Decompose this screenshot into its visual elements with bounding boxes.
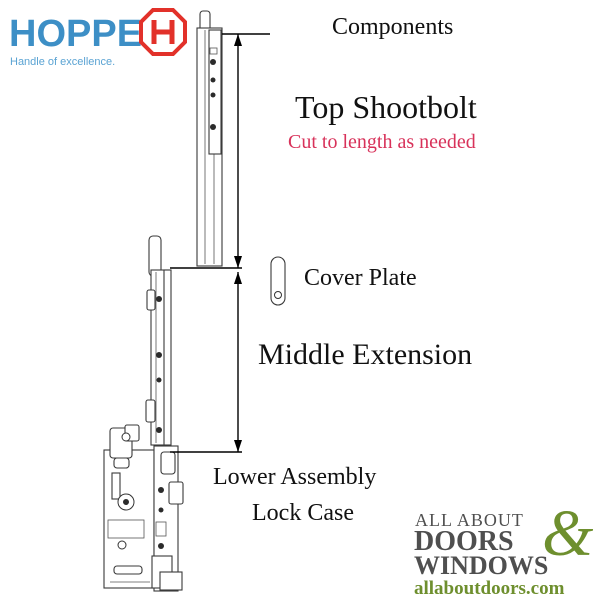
cut-note-label: Cut to length as needed (288, 131, 476, 153)
lock-case-drawing (103, 424, 242, 592)
dealer-ampersand: & (542, 497, 594, 570)
lock-case-label: Lock Case (252, 500, 354, 526)
dimension-lines (222, 33, 270, 452)
dealer-line2: DOORS (414, 526, 514, 557)
dealer-line1: ALL ABOUT (415, 510, 524, 530)
hoppe-wordmark: HOPPE (9, 13, 142, 55)
dealer-logo: ALL ABOUT & DOORS WINDOWS allaboutdoors.… (414, 497, 594, 599)
hoppe-tagline: Handle of excellence. (10, 56, 115, 68)
cover-plate-drawing (270, 256, 286, 306)
cover-plate-label: Cover Plate (304, 265, 417, 291)
top-shootbolt-label: Top Shootbolt (295, 89, 477, 125)
hoppe-logo: HOPPE Handle of excellence. (9, 8, 187, 68)
components-label: Components (332, 14, 453, 40)
dealer-line3: WINDOWS (414, 551, 548, 580)
middle-extension-drawing (145, 235, 172, 446)
top-shootbolt-drawing (170, 10, 242, 269)
lower-assembly-label: Lower Assembly (213, 464, 376, 490)
middle-extension-label: Middle Extension (258, 338, 472, 371)
dealer-url: allaboutdoors.com (414, 578, 565, 599)
hoppe-mark-icon (139, 8, 187, 56)
